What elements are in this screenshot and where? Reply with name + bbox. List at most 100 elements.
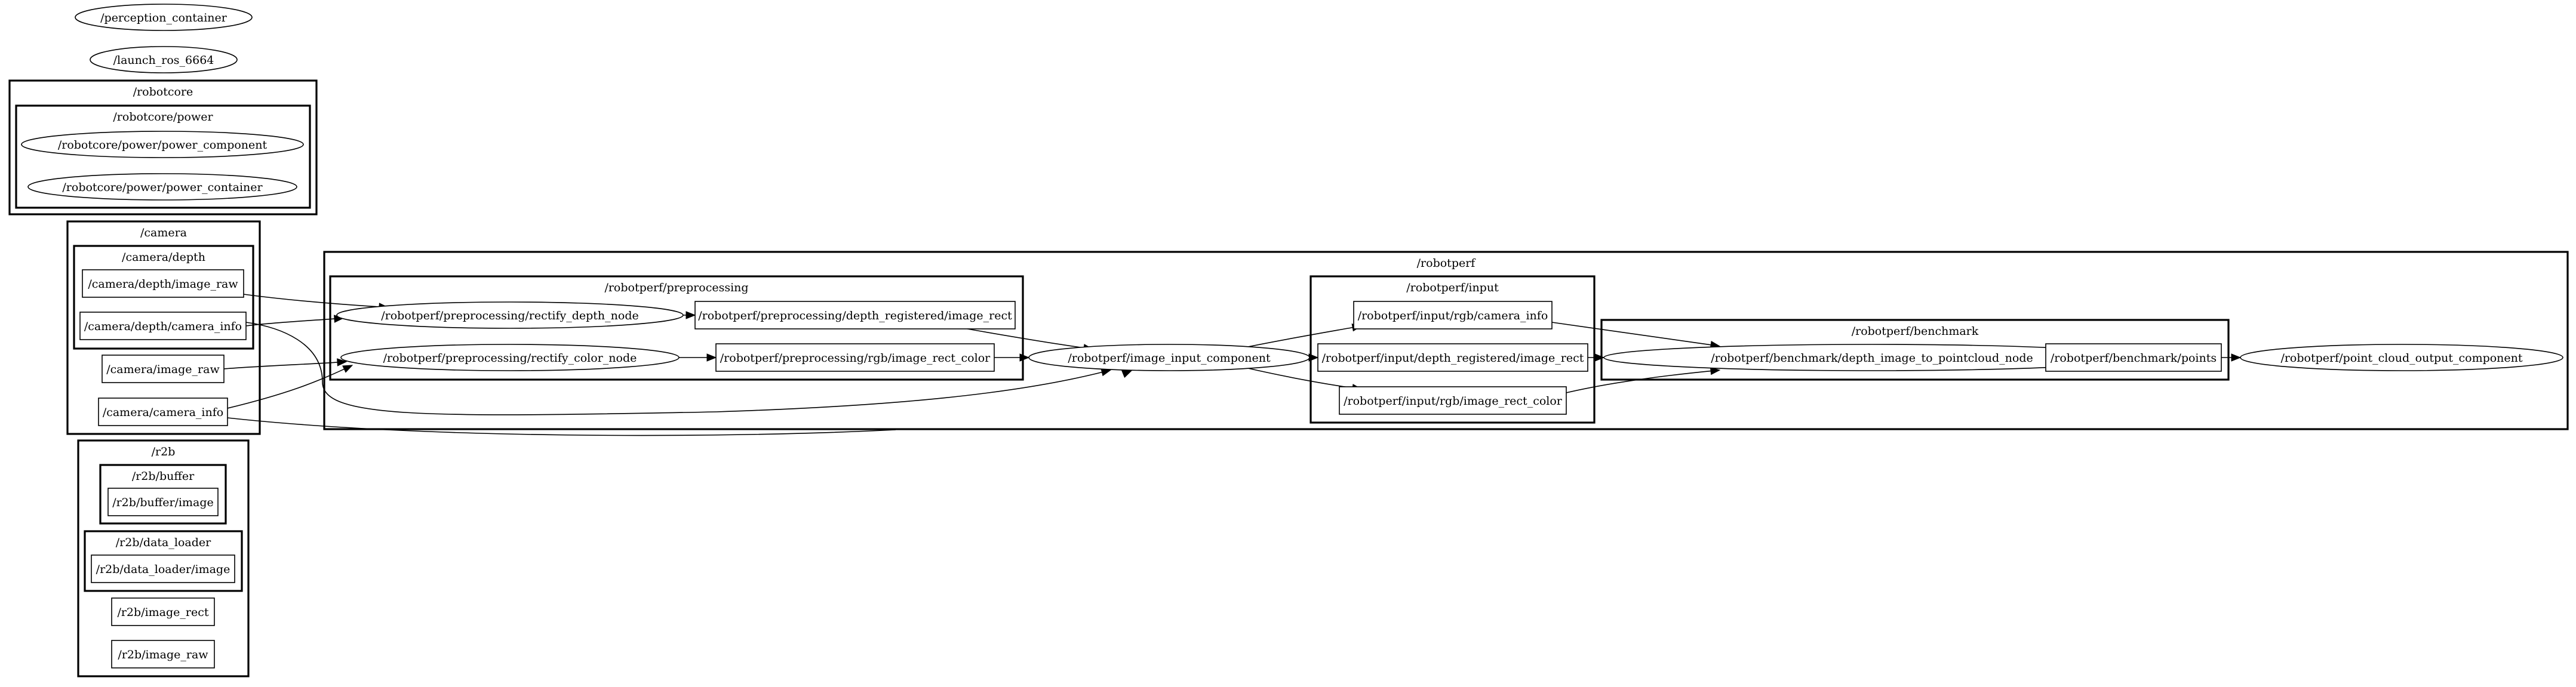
- edge-line: [227, 368, 345, 409]
- node-rgb-image-rect-color[interactable]: /robotperf/preprocessing/rgb/image_rect_…: [715, 343, 995, 372]
- node-ellipse[interactable]: [21, 131, 304, 158]
- node-depth-image-raw[interactable]: /camera/depth/image_raw: [82, 269, 244, 298]
- edge-input-rgb-image-rect-color-to-depth-image-to-pointcloud-node: [1566, 366, 1721, 393]
- arrowhead: [686, 311, 696, 319]
- cluster-label: /robotperf/input: [1406, 281, 1499, 294]
- node-label: /robotperf/input/depth_registered/image_…: [1322, 352, 1584, 365]
- arrowhead: [2231, 353, 2242, 362]
- node-box[interactable]: [82, 269, 244, 298]
- node-box[interactable]: [2045, 343, 2222, 372]
- node-label: /robotperf/input/rgb/image_rect_color: [1344, 395, 1563, 408]
- cluster-layer: /robotcore/robotcore/power/camera/camera…: [8, 79, 2569, 677]
- node-r2b-image-raw[interactable]: /r2b/image_raw: [111, 640, 215, 668]
- node-camera-image-raw[interactable]: /camera/image_raw: [102, 355, 225, 383]
- cluster-robotcore-power: [15, 104, 311, 209]
- node-box[interactable]: [1353, 301, 1553, 329]
- node-power-component[interactable]: /robotcore/power/power_component: [21, 131, 304, 158]
- node-ellipse[interactable]: [75, 4, 253, 31]
- node-input-rgb-image-rect-color[interactable]: /robotperf/input/rgb/image_rect_color: [1339, 386, 1567, 415]
- edge-line: [967, 328, 1085, 349]
- node-perception-container[interactable]: /perception_container: [75, 4, 253, 31]
- node-r2b-data-loader-image[interactable]: /r2b/data_loader/image: [91, 554, 235, 583]
- cluster-r2b-data-loader: [84, 530, 243, 592]
- node-label: /r2b/image_rect: [117, 606, 208, 619]
- node-box[interactable]: [102, 355, 225, 383]
- cluster-label: /robotperf/benchmark: [1852, 325, 1979, 338]
- node-label: /robotperf/preprocessing/rectify_color_n…: [383, 352, 637, 365]
- node-image-input-component[interactable]: /robotperf/image_input_component: [1028, 344, 1310, 371]
- cluster-label: /camera: [140, 226, 187, 239]
- cluster-label: /robotperf/preprocessing: [604, 281, 748, 294]
- node-ellipse[interactable]: [340, 344, 680, 371]
- edge-rgb-image-rect-color-to-image-input-component: [994, 353, 1030, 362]
- node-label: /r2b/data_loader/image: [96, 563, 230, 576]
- node-label: /camera/camera_info: [103, 406, 223, 419]
- edge-input-depth-registered-image-rect-to-depth-image-to-pointcloud-node: [1588, 353, 1605, 362]
- node-label: /perception_container: [100, 11, 228, 24]
- node-label: /camera/depth/camera_info: [84, 320, 242, 333]
- node-label: /robotperf/preprocessing/rgb/image_rect_…: [720, 352, 991, 365]
- node-label: /robotperf/benchmark/points: [2051, 352, 2217, 365]
- node-r2b-image-rect[interactable]: /r2b/image_rect: [111, 597, 215, 626]
- node-label: /r2b/image_raw: [118, 648, 208, 661]
- cluster-label: /r2b/data_loader: [116, 536, 211, 549]
- node-box[interactable]: [111, 597, 215, 626]
- node-box[interactable]: [98, 398, 228, 426]
- edge-line: [243, 294, 380, 307]
- node-label: /robotperf/image_input_component: [1068, 352, 1271, 365]
- node-box[interactable]: [107, 488, 219, 516]
- node-launch-ros[interactable]: /launch_ros_6664: [90, 46, 238, 73]
- node-r2b-buffer-image[interactable]: /r2b/buffer/image: [107, 488, 219, 516]
- node-rectify-depth-node[interactable]: /robotperf/preprocessing/rectify_depth_n…: [336, 301, 684, 329]
- node-ellipse[interactable]: [336, 301, 684, 329]
- node-box[interactable]: [111, 640, 215, 668]
- arrowhead: [706, 353, 717, 362]
- cluster-robotperf-benchmark: [1600, 319, 2230, 381]
- cluster-label: /robotperf: [1417, 257, 1477, 270]
- cluster-label: /camera/depth: [122, 251, 205, 264]
- node-rectify-color-node[interactable]: /robotperf/preprocessing/rectify_color_n…: [340, 344, 680, 371]
- node-ellipse[interactable]: [1028, 344, 1310, 371]
- cluster-label: /robotcore/power: [113, 110, 213, 124]
- cluster-robotperf-preprocessing: [329, 275, 1024, 381]
- node-depth-camera-info[interactable]: /camera/depth/camera_info: [79, 312, 247, 340]
- node-power-container[interactable]: /robotcore/power/power_container: [27, 173, 297, 201]
- node-box[interactable]: [91, 554, 235, 583]
- edge-line: [1247, 326, 1354, 347]
- arrowhead: [1121, 370, 1133, 378]
- cluster-r2b: [77, 439, 250, 677]
- edge-benchmark-points-to-point-cloud-output-component: [2221, 353, 2242, 362]
- edge-camera-image-raw-to-rectify-color-node: [223, 358, 348, 369]
- node-ellipse[interactable]: [2240, 344, 2563, 371]
- node-input-depth-registered-image-rect[interactable]: /robotperf/input/depth_registered/image_…: [1317, 343, 1588, 372]
- cluster-robotcore: [8, 79, 318, 215]
- node-point-cloud-output-component[interactable]: /robotperf/point_cloud_output_component: [2240, 344, 2563, 371]
- node-input-rgb-camera-info[interactable]: /robotperf/input/rgb/camera_info: [1353, 301, 1553, 329]
- node-ellipse[interactable]: [27, 173, 297, 201]
- node-label: /robotperf/preprocessing/depth_registere…: [698, 309, 1012, 322]
- node-label: /robotcore/power/power_container: [62, 181, 263, 194]
- node-benchmark-points[interactable]: /robotperf/benchmark/points: [2045, 343, 2222, 372]
- cluster-r2b-buffer: [99, 464, 227, 525]
- edge-camera-camera-info-to-image-input-component: [227, 370, 1133, 436]
- node-box[interactable]: [715, 343, 995, 372]
- node-ellipse[interactable]: [90, 46, 238, 73]
- cluster-label: /r2b: [152, 445, 176, 458]
- node-box[interactable]: [1317, 343, 1588, 372]
- node-label: /robotperf/preprocessing/rectify_depth_n…: [381, 309, 639, 322]
- node-box[interactable]: [694, 301, 1016, 329]
- edge-line: [245, 322, 1103, 415]
- node-box[interactable]: [1339, 386, 1567, 415]
- node-label: /r2b/buffer/image: [112, 496, 214, 509]
- node-label: /camera/image_raw: [106, 363, 220, 376]
- node-camera-camera-info[interactable]: /camera/camera_info: [98, 398, 228, 426]
- cluster-label: /robotcore: [133, 85, 193, 98]
- edge-rectify-depth-node-to-depth-registered-image-rect: [683, 311, 696, 319]
- node-label: /robotperf/point_cloud_output_component: [2280, 352, 2522, 365]
- node-layer: /perception_container/launch_ros_6664/ro…: [21, 4, 2563, 668]
- cluster-robotperf: [323, 251, 2569, 430]
- node-label: /robotcore/power/power_component: [58, 138, 268, 152]
- node-box[interactable]: [79, 312, 247, 340]
- node-depth-registered-image-rect[interactable]: /robotperf/preprocessing/depth_registere…: [694, 301, 1016, 329]
- node-label: /robotperf/input/rgb/camera_info: [1358, 309, 1548, 322]
